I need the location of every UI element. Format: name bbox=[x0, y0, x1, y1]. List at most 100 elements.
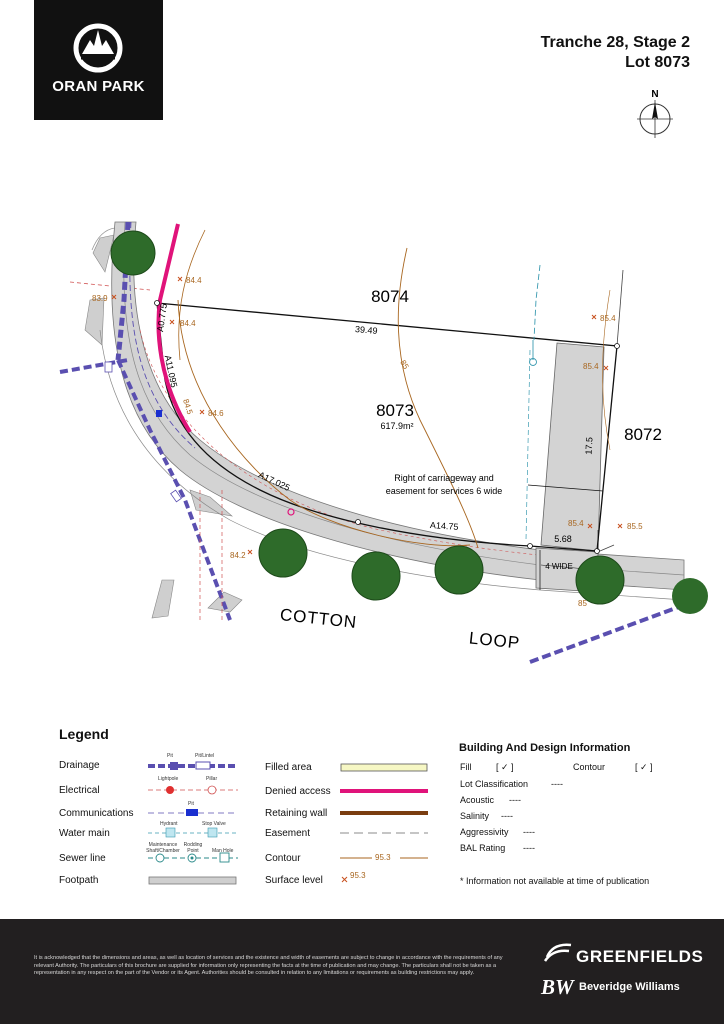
legend-water-main: Water main bbox=[59, 828, 110, 839]
tree-icon bbox=[110, 230, 708, 614]
legend-sub: Lightpole bbox=[158, 776, 179, 782]
legend-sub: Stop Valve bbox=[202, 821, 226, 827]
retaining-wall-symbol bbox=[340, 811, 428, 815]
lot-8073-boundary bbox=[156, 302, 618, 552]
legend-sub: Pit bbox=[188, 801, 194, 807]
lot-8073-label: 8073 bbox=[376, 401, 414, 420]
contour-label: 84.5 bbox=[181, 398, 195, 416]
legend-communications: Communications bbox=[59, 808, 134, 819]
legend-filled-area: Filled area bbox=[265, 762, 312, 773]
level-label: 85.5 bbox=[627, 522, 643, 531]
level-label: 84.2 bbox=[230, 551, 246, 560]
level-label: 85.4 bbox=[600, 314, 616, 323]
legend-denied-access: Denied access bbox=[265, 786, 331, 797]
contour-symbol bbox=[340, 857, 428, 859]
comms-pit-icon bbox=[156, 410, 162, 417]
beveridge-williams-brand: Beveridge Williams bbox=[579, 981, 680, 993]
legend-sub: Pit/Lintel bbox=[195, 753, 215, 759]
water-main-symbol bbox=[148, 827, 238, 838]
street-name-loop: LOOP bbox=[468, 628, 521, 652]
level-label: 84.6 bbox=[208, 409, 224, 418]
legend-title: Legend bbox=[59, 726, 109, 742]
dim-top-boundary: 39.49 bbox=[355, 324, 378, 336]
legend-electrical: Electrical bbox=[59, 785, 100, 796]
lot-classification-label: Lot Classification bbox=[460, 779, 529, 789]
easement-symbol bbox=[340, 832, 428, 834]
sewer-symbol bbox=[148, 852, 238, 863]
fill-label: Fill bbox=[460, 762, 472, 772]
legend-footpath: Footpath bbox=[59, 875, 99, 886]
lightpole-icon bbox=[287, 508, 295, 516]
aggressivity-value: ---- bbox=[523, 827, 535, 837]
bw-logo-icon: BW bbox=[541, 975, 574, 999]
legend-surface-level: Surface level bbox=[265, 875, 323, 886]
legend-sub: Hydrant bbox=[160, 821, 178, 827]
city-emblem-icon bbox=[73, 23, 123, 73]
brand-name: ORAN PARK bbox=[52, 78, 145, 95]
legend-retaining-wall: Retaining wall bbox=[265, 808, 328, 819]
lot-number: Lot 8073 bbox=[625, 54, 690, 71]
easement-note-line-1: Right of carriageway and bbox=[394, 473, 494, 483]
electrical-symbol bbox=[148, 785, 238, 795]
level-label: 83.9 bbox=[92, 294, 108, 303]
bal-rating-value: ---- bbox=[523, 843, 535, 853]
drainage-line bbox=[129, 221, 196, 449]
footer: It is acknowledged that the dimensions a… bbox=[0, 919, 724, 1024]
denied-access-symbol bbox=[340, 789, 428, 793]
acoustic-label: Acoustic bbox=[460, 795, 495, 805]
dim-frontage-straight: A14.75 bbox=[430, 520, 459, 532]
lot-8074-label: 8074 bbox=[371, 287, 409, 306]
filled-area-symbol bbox=[340, 763, 428, 772]
legend-sewer-line: Sewer line bbox=[59, 853, 106, 864]
surface-level-value: 95.3 bbox=[350, 871, 366, 880]
communications-symbol bbox=[148, 809, 238, 816]
legend-easement: Easement bbox=[265, 828, 311, 839]
lot-classification-value: ---- bbox=[551, 779, 563, 789]
drainage-symbol bbox=[148, 761, 238, 770]
lot-8073-area: 617.9m² bbox=[380, 421, 413, 431]
oran-park-logo: ORAN PARK bbox=[34, 0, 163, 120]
contour-84-5 bbox=[177, 299, 471, 547]
greenfields-brand: GREENFIELDS bbox=[576, 947, 704, 966]
greenfields-logo-icon bbox=[543, 943, 572, 962]
legend-sub: Rodding Point bbox=[183, 842, 203, 854]
level-label: 85.4 bbox=[568, 519, 584, 528]
easement-note-line-2: easement for services 6 wide bbox=[386, 486, 503, 496]
title-block: Tranche 28, Stage 2 Lot 8073 bbox=[541, 33, 690, 73]
compass-needle-icon bbox=[652, 102, 658, 119]
street-name-cotton: COTTON bbox=[279, 605, 358, 632]
contour-label: 85 bbox=[398, 359, 411, 372]
level-label: 85.4 bbox=[583, 362, 599, 371]
legend-sub: Pit bbox=[167, 753, 173, 759]
building-info-title: Building And Design Information bbox=[459, 742, 631, 754]
tranche-stage: Tranche 28, Stage 2 bbox=[540, 34, 690, 51]
dim-east-boundary: 17.5 bbox=[584, 437, 595, 455]
contour-85 bbox=[397, 247, 479, 549]
level-label: 84.4 bbox=[186, 276, 202, 285]
footpath-symbol bbox=[148, 876, 237, 885]
disclaimer: It is acknowledged that the dimensions a… bbox=[34, 955, 503, 977]
dim-easement-width: 4 WIDE bbox=[545, 562, 573, 571]
contour-value: [ ✓ ] bbox=[635, 762, 653, 772]
legend-contour: Contour bbox=[265, 853, 301, 864]
legend-drainage: Drainage bbox=[59, 760, 100, 771]
north-arrow: N bbox=[633, 88, 677, 138]
salinity-label: Salinity bbox=[460, 811, 490, 821]
aggressivity-label: Aggressivity bbox=[460, 827, 509, 837]
legend-sub: Maintenance Shaft/Chamber bbox=[146, 842, 180, 854]
salinity-value: ---- bbox=[501, 811, 513, 821]
lot-8072-label: 8072 bbox=[624, 425, 662, 444]
legend-sub: Pillar bbox=[206, 776, 218, 782]
surface-level-x-icon bbox=[341, 876, 348, 883]
info-note: * Information not available at time of p… bbox=[460, 876, 650, 886]
contour-label: Contour bbox=[573, 762, 606, 772]
north-label: N bbox=[651, 89, 658, 100]
bal-rating-label: BAL Rating bbox=[460, 843, 506, 853]
dim-west-arc-1: A0.775 bbox=[155, 303, 169, 333]
dim-corner-splay: 5.68 bbox=[554, 534, 572, 544]
level-label: 84.4 bbox=[180, 319, 196, 328]
legend-sub: Man Hole bbox=[212, 848, 234, 854]
acoustic-value: ---- bbox=[509, 795, 521, 805]
contour-label: 85 bbox=[578, 599, 587, 608]
lot-plan: 8074 8073 617.9m² 8072 39.49 17.5 A17.02… bbox=[59, 221, 708, 664]
